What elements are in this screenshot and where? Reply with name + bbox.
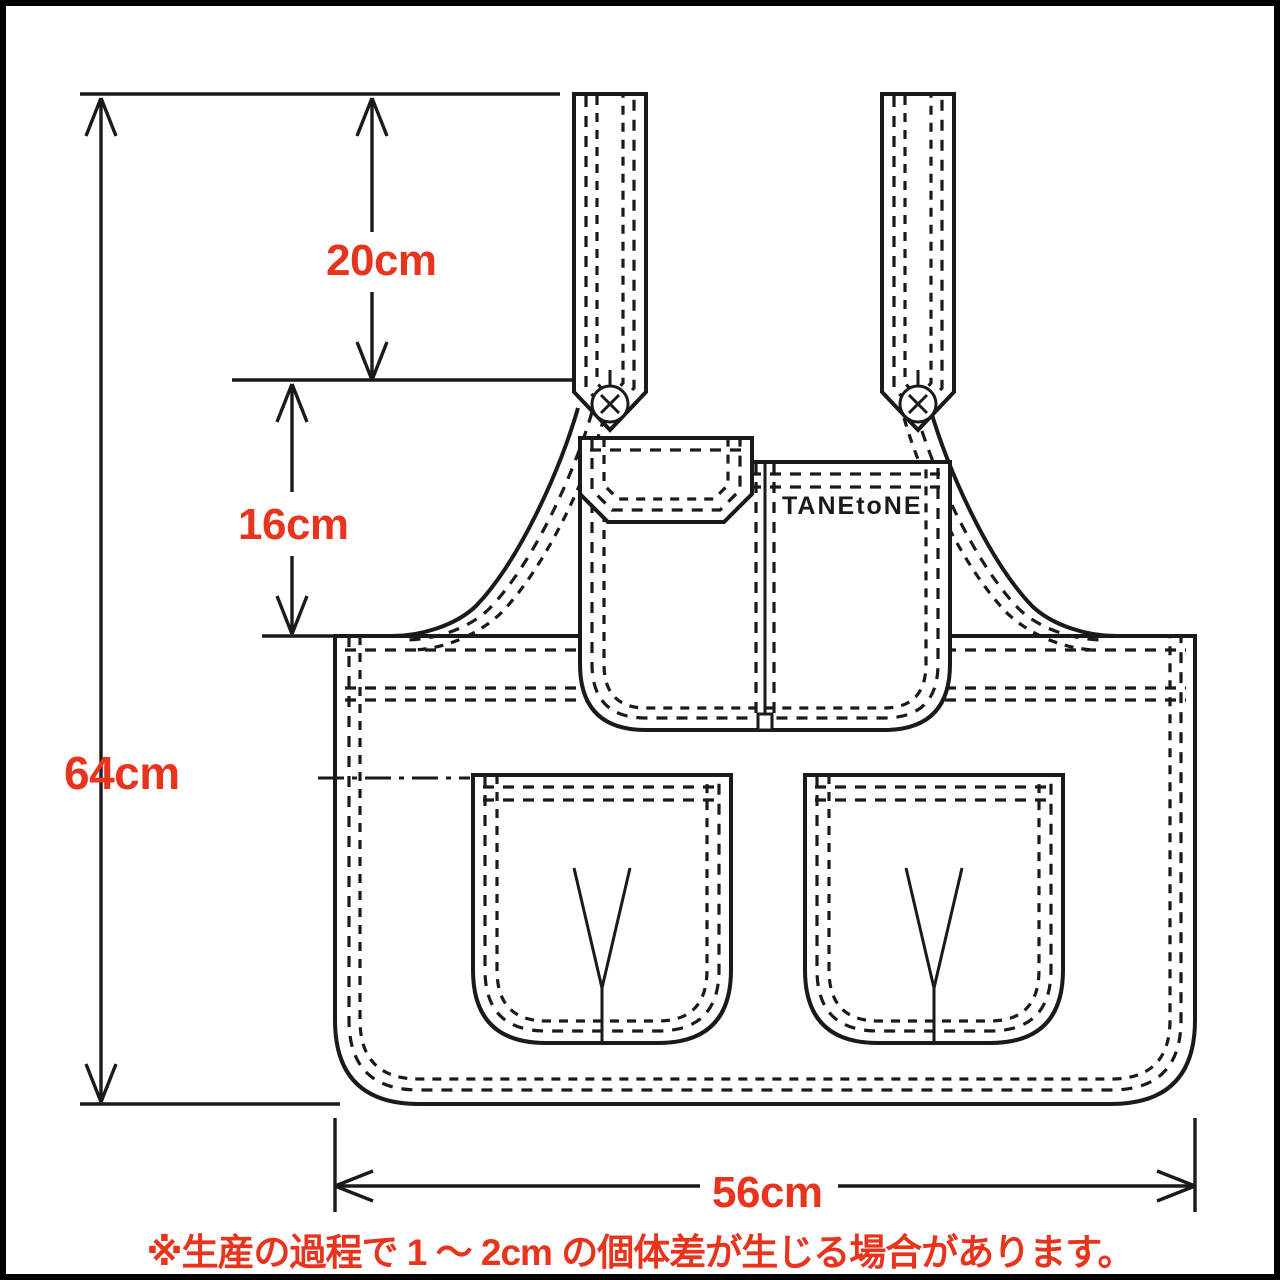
dimension-label-strap-length: 20cm: [326, 236, 437, 285]
left-strap-button: [590, 370, 630, 424]
brand-label: TANEtoNE: [782, 492, 923, 520]
dimension-bib-height: [275, 383, 309, 635]
dimension-label-total-height: 64cm: [64, 747, 180, 799]
dimension-total-height: [84, 97, 118, 1103]
right-hip-pocket: [803, 773, 1065, 1045]
left-shoulder-strap: [572, 92, 648, 433]
dimension-extension-lines: [80, 92, 1197, 1212]
chest-pocket: [578, 460, 952, 732]
right-shoulder-strap: [880, 92, 956, 433]
dimension-total-width: [334, 1169, 1196, 1203]
bib-left-edge: [391, 407, 606, 652]
dimension-label-bib-height: 16cm: [238, 500, 349, 549]
chest-pocket-flap: [578, 436, 754, 524]
left-hip-pocket: [471, 773, 733, 1045]
right-strap-button: [898, 370, 938, 424]
dimension-strap-length: [355, 97, 389, 381]
dimension-label-total-width: 56cm: [712, 1168, 823, 1217]
production-variance-note: ※生産の過程で 1 ～ 2cm の個体差が生じる場合があります。: [146, 1232, 1134, 1273]
